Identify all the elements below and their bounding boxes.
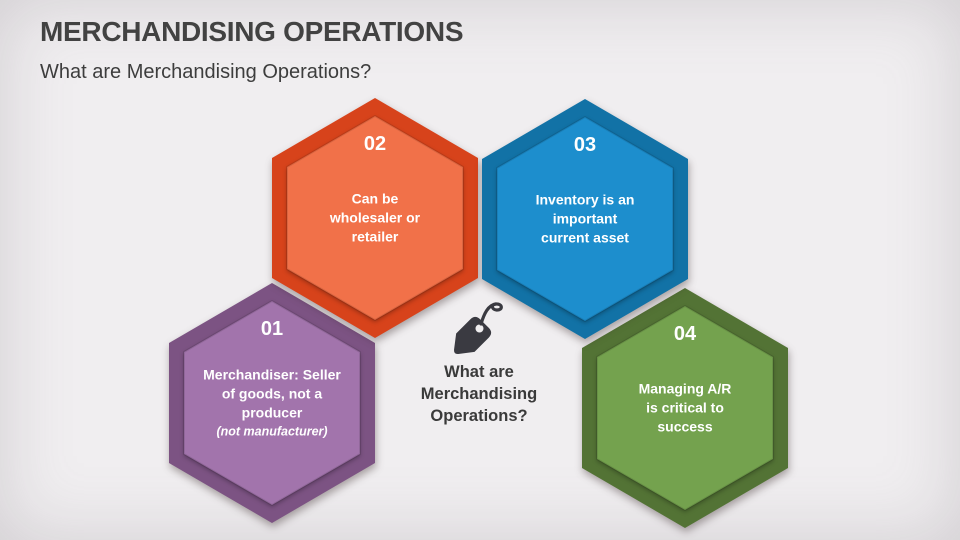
price-tag-icon: [454, 302, 503, 354]
hexagon-03-line: current asset: [541, 229, 629, 246]
hexagon-03-shape: [482, 99, 688, 339]
hexagon-02: 02 Can be wholesaler or retailer: [270, 97, 480, 339]
hexagon-04-text: Managing A/R is critical to success: [601, 380, 769, 437]
hexagon-03-number: 03: [573, 134, 597, 156]
hexagon-01-note: (not manufacturer): [216, 424, 328, 439]
page-title: MERCHANDISING OPERATIONS: [40, 16, 464, 47]
hexagon-01-shape: [169, 283, 375, 523]
center-label-line: Merchandising: [420, 385, 538, 403]
tag-body: [454, 316, 492, 354]
hexagon-01-line: producer: [241, 404, 303, 421]
hexagon-04-line: Managing A/R: [638, 380, 732, 397]
hexagon-01-line: Merchandiser: Seller: [203, 366, 341, 383]
center-label: What are Merchandising Operations?: [389, 361, 569, 427]
hexagon-03: 03 Inventory is an important current ass…: [480, 98, 690, 340]
hexagon-03-text: Inventory is an important current asset: [501, 191, 669, 248]
tag-hole: [475, 324, 484, 333]
hexagon-04-number: 04: [673, 323, 697, 345]
hexagon-03-fill: [496, 115, 674, 323]
hexagon-02-number: 02: [363, 133, 387, 155]
hexagon-04-shape: [582, 288, 788, 528]
center-label-line: Operations?: [430, 407, 528, 425]
tag-string: [479, 302, 503, 326]
center-label-line: What are: [444, 363, 514, 381]
hexagon-02-shape: [272, 98, 478, 338]
hexagon-03-line: Inventory is an: [535, 191, 635, 208]
hexagon-04-fill: [596, 304, 774, 512]
hexagon-01-text: Merchandiser: Seller of goods, not a pro…: [188, 366, 356, 441]
hexagon-02-line: wholesaler or: [329, 209, 421, 226]
hexagon-04: 04 Managing A/R is critical to success: [580, 287, 790, 529]
hexagon-04-line: is critical to: [646, 399, 724, 416]
hexagon-03-line: important: [552, 210, 618, 227]
hexagon-01-line: of goods, not a: [221, 385, 323, 402]
hexagon-01: 01 Merchandiser: Seller of goods, not a …: [167, 282, 377, 524]
hexagon-02-line: retailer: [351, 228, 399, 245]
page-subtitle: What are Merchandising Operations?: [40, 61, 372, 83]
hexagon-01-fill: [183, 299, 361, 507]
hexagon-04-line: success: [657, 418, 713, 435]
hexagon-02-line: Can be: [351, 190, 399, 207]
hexagon-01-number: 01: [260, 318, 284, 340]
hexagon-02-text: Can be wholesaler or retailer: [291, 190, 459, 247]
hexagon-02-fill: [286, 114, 464, 322]
